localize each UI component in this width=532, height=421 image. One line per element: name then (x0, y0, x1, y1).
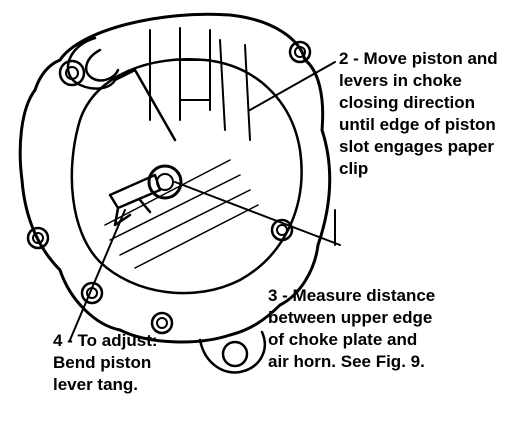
callout-step-4-line: 4 - To adjust: (53, 331, 158, 350)
callout-step-4-line: Bend piston (53, 353, 152, 372)
callout-step-2-line: until edge of piston (339, 115, 496, 134)
callout-step-2-line: 2 - Move piston and (339, 49, 498, 68)
callout-step-3-line: of choke plate and (268, 330, 418, 349)
callout-step-2-line: levers in choke (339, 71, 462, 90)
callout-step-2-line: clip (339, 159, 369, 178)
mounting-lug-bottom-right (270, 218, 294, 242)
leader-step4 (69, 209, 126, 341)
housing-outer-flange (18, 12, 332, 344)
callout-step-3: 3 - Measure distance between upper edge … (268, 285, 435, 373)
bottom-fitting (198, 330, 266, 374)
mounting-lug-left (26, 226, 50, 250)
choke-channel (149, 27, 251, 141)
callout-step-2-line: slot engages paper (339, 137, 494, 156)
leader-step3 (174, 181, 341, 246)
housing-inner-bore (70, 58, 303, 295)
callout-step-3-line: air horn. See Fig. 9. (268, 352, 425, 371)
paper-clip (66, 36, 177, 142)
callout-step-2-line: closing direction (339, 93, 476, 112)
mounting-lug-bottom (150, 311, 174, 335)
callout-step-3-line: 3 - Measure distance (268, 286, 436, 305)
piston-lever (108, 173, 162, 227)
callout-step-3-line: between upper edge (268, 308, 433, 327)
callout-step-4-line: lever tang. (53, 375, 139, 394)
choke-plate (104, 159, 259, 269)
mounting-lug-right (288, 40, 312, 64)
mounting-lug-top-left (58, 59, 86, 87)
callout-step-2: 2 - Move piston and levers in choke clos… (339, 48, 498, 180)
callout-step-4: 4 - To adjust: Bend piston lever tang. (53, 330, 158, 396)
leader-step2 (249, 61, 336, 111)
